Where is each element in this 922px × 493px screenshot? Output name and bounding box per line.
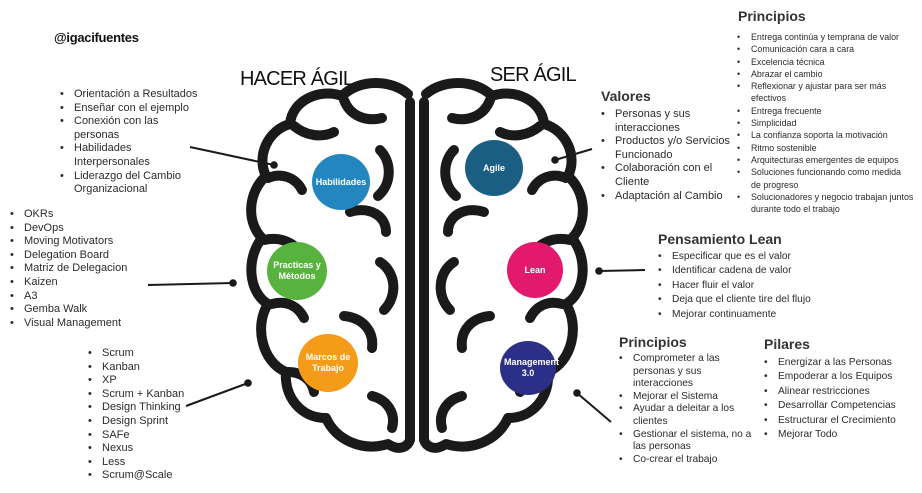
author-handle: @igacifuentes: [54, 30, 139, 45]
list-item: Mejorar el Sistema: [619, 391, 759, 404]
node-management: Management 3.0: [500, 341, 560, 395]
list-item: Gemba Walk: [10, 303, 160, 317]
list-item: Visual Management: [10, 317, 160, 331]
node-lean-label: Lean: [524, 264, 546, 275]
list-item: Design Sprint: [88, 415, 208, 429]
list-item: Hacer fluir el valor: [658, 279, 848, 294]
node-agile: Agile: [465, 140, 523, 196]
pilares-heading: Pilares: [764, 336, 810, 352]
principios-m30-list: Comprometer a las personas y sus interac…: [619, 353, 759, 466]
list-item: Scrum@Scale: [88, 469, 208, 483]
node-lean: Lean: [507, 242, 563, 298]
list-item: DevOps: [10, 222, 160, 236]
list-item: Colaboración con el Cliente: [601, 162, 725, 189]
list-item: Especificar que es el valor: [658, 250, 848, 265]
right-hemisphere: [419, 78, 588, 453]
list-item: Enseñar con el ejemplo: [60, 102, 230, 116]
list-item: Excelencia técnica: [737, 56, 917, 69]
list-item: Mejorar continuamente: [658, 308, 848, 323]
list-item: Scrum: [88, 347, 208, 361]
practicas-list: OKRs DevOps Moving Motivators Delegation…: [10, 208, 160, 330]
list-item: Design Thinking: [88, 401, 208, 415]
list-item: Gestionar el sistema, no a las personas: [619, 429, 763, 454]
list-item: Desarrollar Competencias: [764, 399, 914, 414]
list-item: SAFe: [88, 429, 208, 443]
list-item: Less: [88, 456, 208, 470]
list-item: Energizar a las Personas: [764, 356, 914, 371]
node-agile-label: Agile: [482, 162, 505, 173]
valores-list: Personas y sus interacciones Productos y…: [601, 108, 731, 203]
list-item: Solucionadores y negocio trabajan juntos…: [737, 191, 919, 216]
list-item: Co-crear el trabajo: [619, 454, 759, 467]
list-item: Personas y sus interacciones: [601, 108, 713, 135]
list-item: Adaptación al Cambio: [601, 190, 731, 204]
node-practicas-label: Practicas y Métodos: [273, 260, 321, 281]
list-item: Conexión con las personas: [60, 115, 192, 142]
list-item: Kaizen: [10, 276, 160, 290]
list-item: Ritmo sostenible: [737, 142, 917, 155]
list-item: Identificar cadena de valor: [658, 264, 848, 279]
principios-m30-heading: Principios: [619, 334, 687, 350]
list-item: Arquitecturas emergentes de equipos: [737, 154, 917, 167]
list-item: Delegation Board: [10, 249, 160, 263]
lean-list: Especificar que es el valor Identificar …: [658, 250, 848, 322]
list-item: Ayudar a deleitar a los clientes: [619, 403, 745, 428]
node-habilidades-label: Habilidades: [315, 176, 367, 187]
list-item: Reflexionar y ajustar para ser más efect…: [737, 80, 909, 105]
list-item: Deja que el cliente tire del flujo: [658, 293, 848, 308]
list-item: Entrega continúa y temprana de valor: [737, 31, 917, 44]
list-item: Scrum + Kanban: [88, 388, 208, 402]
list-item: A3: [10, 290, 160, 304]
node-marcos: Marcos de Trabajo: [298, 334, 358, 392]
list-item: Mejorar Todo: [764, 428, 914, 443]
node-habilidades: Habilidades: [312, 154, 370, 210]
list-item: Orientación a Resultados: [60, 88, 230, 102]
list-item: Productos y/o Servicios Funcionado: [601, 135, 731, 162]
valores-heading: Valores: [601, 88, 651, 104]
node-marcos-label: Marcos de Trabajo: [305, 352, 351, 373]
principios-agile-heading: Principios: [738, 8, 806, 24]
list-item: Simplicidad: [737, 117, 917, 130]
list-item: Comunicación cara a cara: [737, 43, 917, 56]
hacer-agil-title: HACER ÁGIL: [240, 68, 354, 90]
list-item: XP: [88, 374, 208, 388]
left-hemisphere: [246, 78, 415, 453]
node-practicas: Practicas y Métodos: [267, 242, 327, 300]
list-item: Soluciones funcionando como medida de pr…: [737, 166, 901, 191]
list-item: Entrega frecuente: [737, 105, 917, 118]
principios-agile-list: Entrega continúa y temprana de valor Com…: [737, 31, 917, 215]
list-item: Moving Motivators: [10, 235, 160, 249]
list-item: Comprometer a las personas y sus interac…: [619, 353, 737, 391]
habilidades-list: Orientación a Resultados Enseñar con el …: [60, 88, 230, 197]
list-item: Kanban: [88, 361, 208, 375]
pilares-list: Energizar a las Personas Empoderar a los…: [764, 356, 914, 443]
lean-heading: Pensamiento Lean: [658, 231, 782, 247]
list-item: Liderazgo del Cambio Organizacional: [60, 170, 214, 197]
list-item: Matriz de Delegacion: [10, 262, 160, 276]
list-item: Estructurar el Crecimiento: [764, 414, 914, 429]
list-item: Nexus: [88, 442, 208, 456]
list-item: Empoderar a los Equipos: [764, 370, 914, 385]
list-item: OKRs: [10, 208, 160, 222]
list-item: Alinear restricciones: [764, 385, 914, 400]
marcos-list: Scrum Kanban XP Scrum + Kanban Design Th…: [88, 347, 208, 483]
list-item: Habilidades Interpersonales: [60, 142, 184, 169]
list-item: Abrazar el cambio: [737, 68, 917, 81]
node-management-label: Management 3.0: [504, 357, 560, 378]
ser-agil-title: SER ÁGIL: [490, 64, 577, 86]
list-item: La confianza soporta la motivación: [737, 129, 917, 142]
